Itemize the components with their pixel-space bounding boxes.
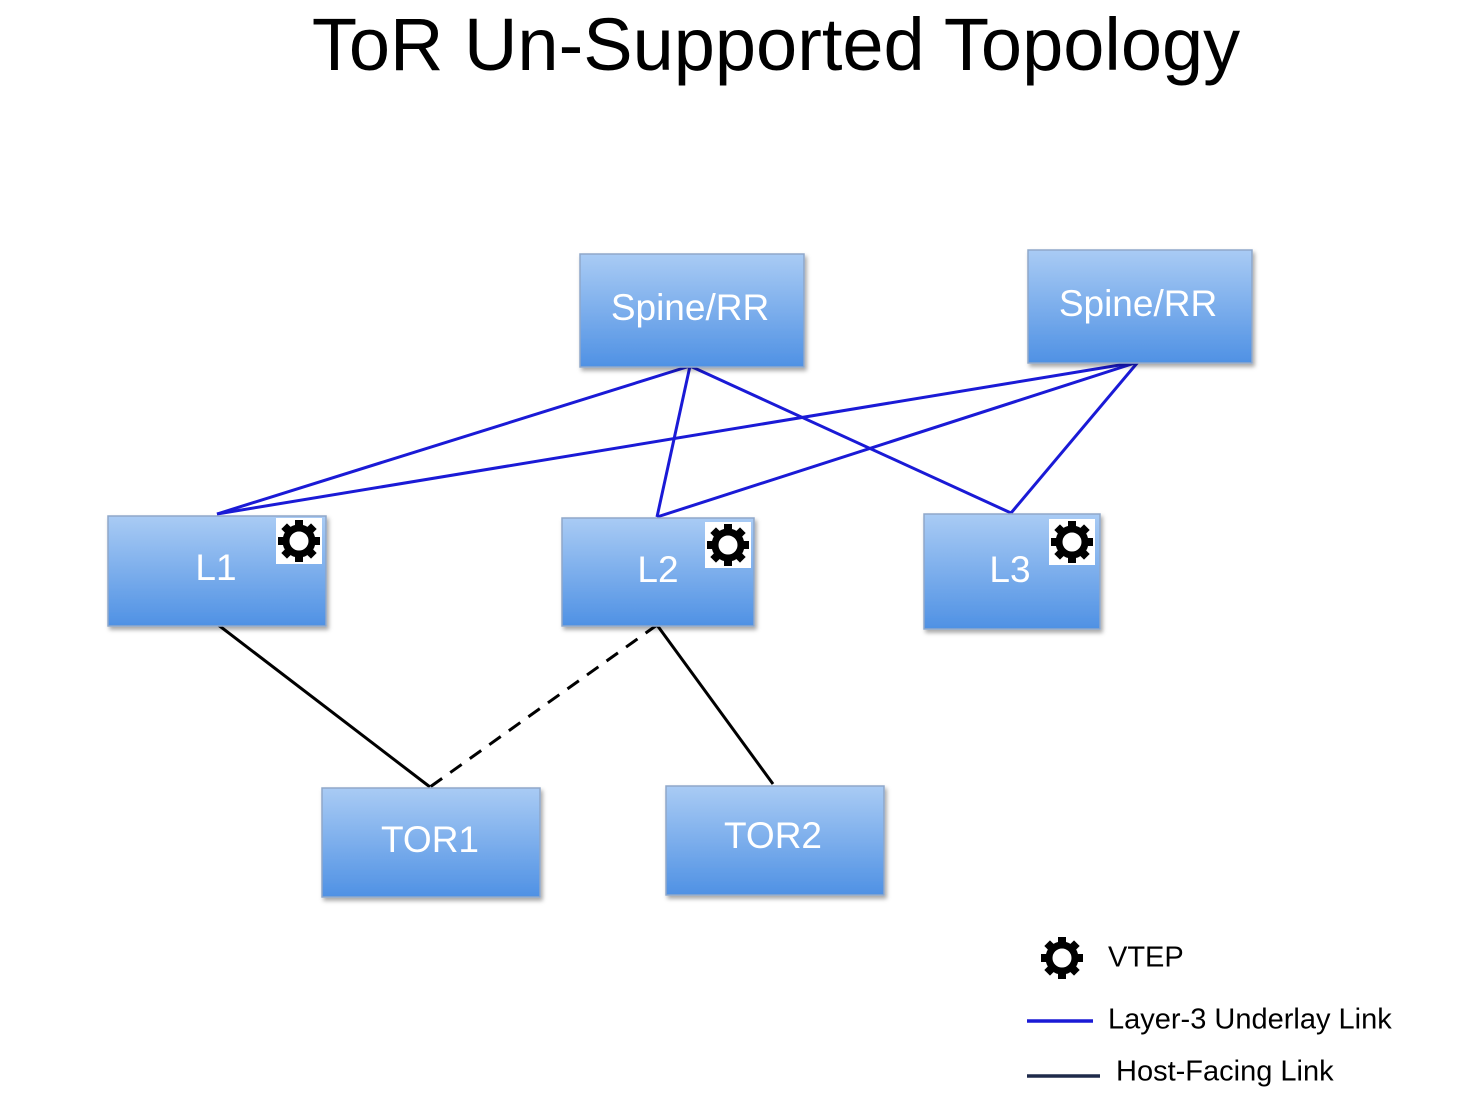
node-tor1[interactable]: TOR1 bbox=[321, 787, 541, 898]
l2-label: L2 bbox=[637, 549, 678, 590]
l1-label: L1 bbox=[195, 547, 236, 588]
tor2-label: TOR2 bbox=[724, 815, 822, 856]
node-spine2[interactable]: Spine/RR bbox=[1027, 249, 1253, 364]
node-l1[interactable]: L1 bbox=[107, 515, 327, 627]
page-title: ToR Un-Supported Topology bbox=[311, 3, 1241, 86]
nodes-layer: Spine/RR Spine/RR L1 L2 L3 TOR1 bbox=[107, 249, 1253, 898]
legend-vtep-label: VTEP bbox=[1108, 942, 1184, 974]
legend: VTEP Layer-3 Underlay Link Host-Facing L… bbox=[1027, 937, 1392, 1088]
link-spine1-l3 bbox=[689, 364, 1012, 515]
link-spine1-l1 bbox=[216, 364, 691, 516]
link-l2-tor2 bbox=[655, 624, 775, 785]
link-l1-tor1 bbox=[216, 622, 431, 789]
tor1-box bbox=[321, 787, 541, 898]
tor1-label: TOR1 bbox=[381, 819, 479, 860]
link-spine2-l3 bbox=[1009, 361, 1140, 514]
spine2-box bbox=[1027, 249, 1253, 364]
node-l2[interactable]: L2 bbox=[561, 517, 755, 627]
tor2-box bbox=[665, 785, 885, 896]
legend-underlay-label: Layer-3 Underlay Link bbox=[1108, 1004, 1392, 1036]
gear-icon bbox=[1041, 937, 1083, 979]
spine1-label: Spine/RR bbox=[611, 287, 769, 328]
spine2-label: Spine/RR bbox=[1059, 283, 1217, 324]
node-spine1[interactable]: Spine/RR bbox=[579, 253, 805, 368]
l3-label: L3 bbox=[989, 549, 1030, 590]
link-spine1-l2 bbox=[655, 365, 692, 518]
link-spine2-l1 bbox=[216, 360, 1139, 516]
legend-host-label: Host-Facing Link bbox=[1116, 1056, 1334, 1088]
spine1-box bbox=[579, 253, 805, 368]
links-layer bbox=[216, 360, 1140, 789]
node-tor2[interactable]: TOR2 bbox=[665, 785, 885, 896]
link-spine2-l2 bbox=[656, 360, 1139, 519]
node-l3[interactable]: L3 bbox=[923, 513, 1101, 630]
link-l2-tor1 bbox=[429, 623, 658, 789]
